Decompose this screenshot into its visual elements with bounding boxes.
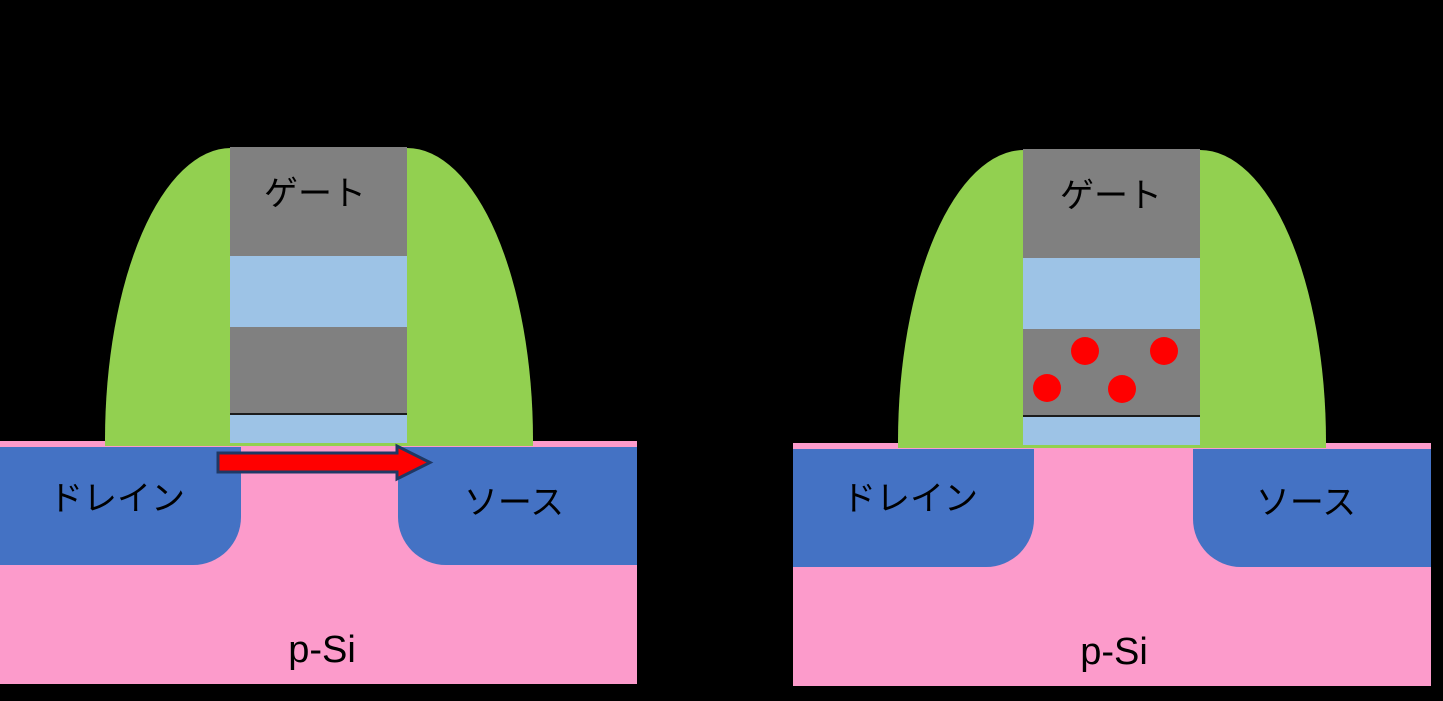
charge-dot <box>1150 337 1178 365</box>
charge-dot <box>1071 337 1099 365</box>
interface-line <box>230 413 407 415</box>
gate-label: ゲート <box>1060 177 1162 215</box>
source-label: ソース <box>1255 484 1357 522</box>
gate-electrode <box>230 147 407 256</box>
current-arrow <box>216 443 434 482</box>
source-label: ソース <box>463 484 565 522</box>
blocking-oxide-layer <box>230 256 407 327</box>
drain-label: ドレイン <box>49 480 185 518</box>
substrate-label: p-Si <box>1080 631 1148 673</box>
interface-line <box>1023 415 1200 417</box>
gate-stack <box>230 147 407 443</box>
left-device-diagram: ゲート ドレイン ソース p-Si <box>0 0 650 701</box>
source-region <box>398 447 637 565</box>
tunnel-oxide-layer <box>230 415 407 443</box>
source-region <box>1193 449 1431 567</box>
charge-trap-layer <box>1023 329 1200 415</box>
tunnel-oxide-layer <box>1023 417 1200 445</box>
drain-label: ドレイン <box>842 480 978 518</box>
charge-trap-layer <box>230 327 407 413</box>
charge-dot <box>1033 374 1061 402</box>
drain-region <box>793 449 1034 567</box>
blocking-oxide-layer <box>1023 258 1200 329</box>
right-device-diagram: ゲート ドレイン ソース p-Si <box>793 2 1443 701</box>
gate-label: ゲート <box>264 175 366 213</box>
gate-stack <box>1023 149 1200 445</box>
gate-electrode <box>1023 149 1200 258</box>
charge-dot <box>1108 375 1136 403</box>
substrate-label: p-Si <box>288 629 356 671</box>
drain-region <box>0 447 241 565</box>
